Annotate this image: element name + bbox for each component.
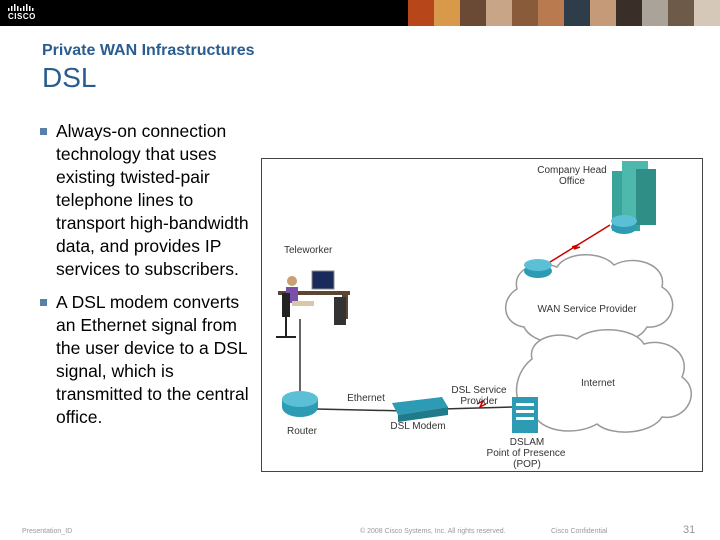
router-label: Router	[286, 426, 317, 437]
dsl-link	[441, 406, 513, 410]
dslam-icon	[512, 397, 538, 433]
footer-presentation-id: Presentation_ID	[22, 528, 73, 535]
header-photo-strip	[408, 0, 720, 26]
page-number: 31	[683, 524, 696, 536]
wan-service-provider-label: WAN Service Provider	[537, 304, 637, 315]
internet-label: Internet	[581, 378, 615, 389]
dslam-label: DSLAM	[509, 437, 545, 448]
company-head-office-label: Company Head Office	[537, 165, 607, 187]
dsl-network-diagram: Company Head Office Teleworker WAN Servi…	[261, 158, 703, 472]
cisco-logo-text: CISCO	[8, 12, 36, 21]
desk	[278, 291, 350, 295]
pop-label: (POP)	[513, 459, 541, 470]
ethernet-label: Ethernet	[347, 393, 385, 404]
bullet-list: Always-on connection technology that use…	[38, 120, 260, 439]
slide-title: DSL	[42, 62, 97, 93]
teleworker-person-icon	[287, 276, 297, 286]
dsl-service-provider-label: DSL Service Provider	[451, 385, 507, 407]
computer-monitor-icon	[311, 270, 335, 290]
teleworker-label: Teleworker	[284, 245, 333, 256]
cisco-logo-icon	[8, 4, 34, 11]
dsl-modem-icon	[392, 397, 448, 415]
footer-confidential: Cisco Confidential	[551, 528, 608, 535]
dsl-modem-label: DSL Modem	[390, 421, 446, 432]
bullet-item: A DSL modem converts an Ethernet signal …	[38, 291, 260, 429]
top-banner: CISCO	[0, 0, 720, 26]
ethernet-link	[315, 408, 408, 412]
slide-subtitle: Private WAN Infrastructures	[42, 42, 255, 59]
footer-copyright: © 2008 Cisco Systems, Inc. All rights re…	[360, 528, 506, 535]
wan-cloud	[504, 254, 674, 344]
bullet-item: Always-on connection technology that use…	[38, 120, 260, 281]
point-of-presence-label: Point of Presence	[486, 448, 566, 459]
diagram-canvas	[276, 161, 692, 433]
